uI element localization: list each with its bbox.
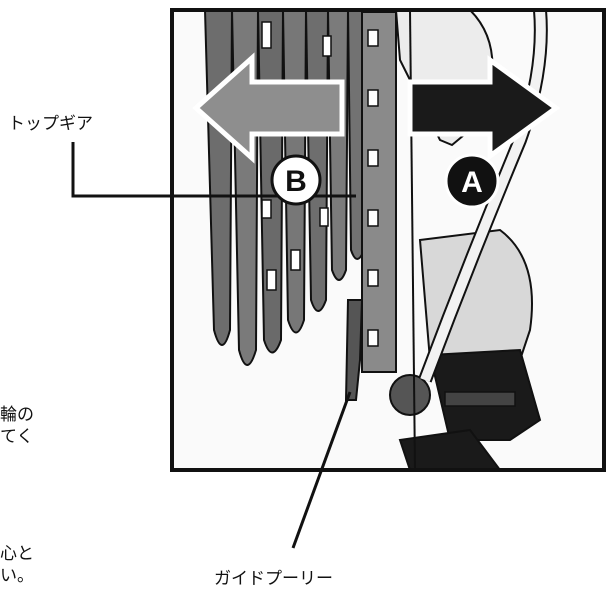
side-text-1-line-2: てく [0, 427, 34, 447]
guide-pulley-plate [344, 299, 364, 401]
marker-b: B [270, 154, 322, 206]
side-text-block-2: 心と い。 [0, 543, 34, 587]
side-text-block-1: 輪の てく [0, 404, 34, 448]
label-top-gear: トップギア [8, 114, 93, 134]
chain [361, 11, 397, 373]
side-text-2-line-1: 心と [0, 544, 34, 564]
arrow-a-right [407, 55, 561, 161]
leader-line-top-gear [71, 142, 356, 198]
side-text-1-line-1: 輪の [0, 405, 34, 425]
label-guide-pulley: ガイドプーリー [214, 569, 333, 589]
arrow-b-left [192, 52, 345, 164]
diagram-frame [170, 8, 606, 472]
svg-text:B: B [285, 165, 307, 198]
svg-text:A: A [461, 166, 483, 199]
leader-line-guide-pulley [291, 391, 352, 549]
marker-a: A [444, 153, 500, 209]
side-text-2-line-2: い。 [0, 566, 34, 586]
